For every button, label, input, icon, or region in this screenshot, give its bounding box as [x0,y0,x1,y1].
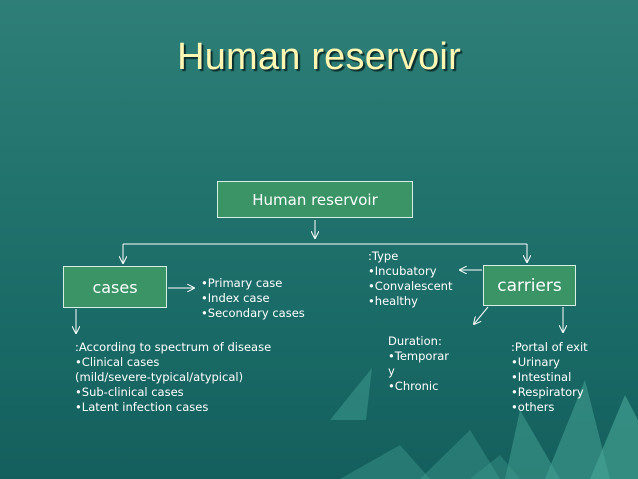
node-cases: cases [63,266,167,308]
decor-shard [330,368,372,420]
carrier-portal-list: :Portal of exit •Urinary •Intestinal •Re… [511,340,588,414]
decor-shard [505,410,560,479]
cases-spectrum-list: :According to spectrum of disease •Clini… [75,340,272,414]
connector-carriers-duration [474,306,489,324]
node-human-reservoir: Human reservoir [217,181,413,218]
decor-shard [340,445,430,479]
carrier-duration-list: Duration: •Temporar y •Chronic [388,334,449,393]
cases-types-list: •Primary case •Index case •Secondary cas… [201,276,305,320]
slide-title: Human reservoir [177,36,461,78]
decor-shard [470,455,520,479]
decor-shard [545,380,610,479]
node-carriers: carriers [483,265,576,306]
carrier-type-list: :Type •Incubatory •Convalescent •healthy [368,249,453,308]
decor-shard [590,395,638,479]
decor-shard [420,430,500,479]
